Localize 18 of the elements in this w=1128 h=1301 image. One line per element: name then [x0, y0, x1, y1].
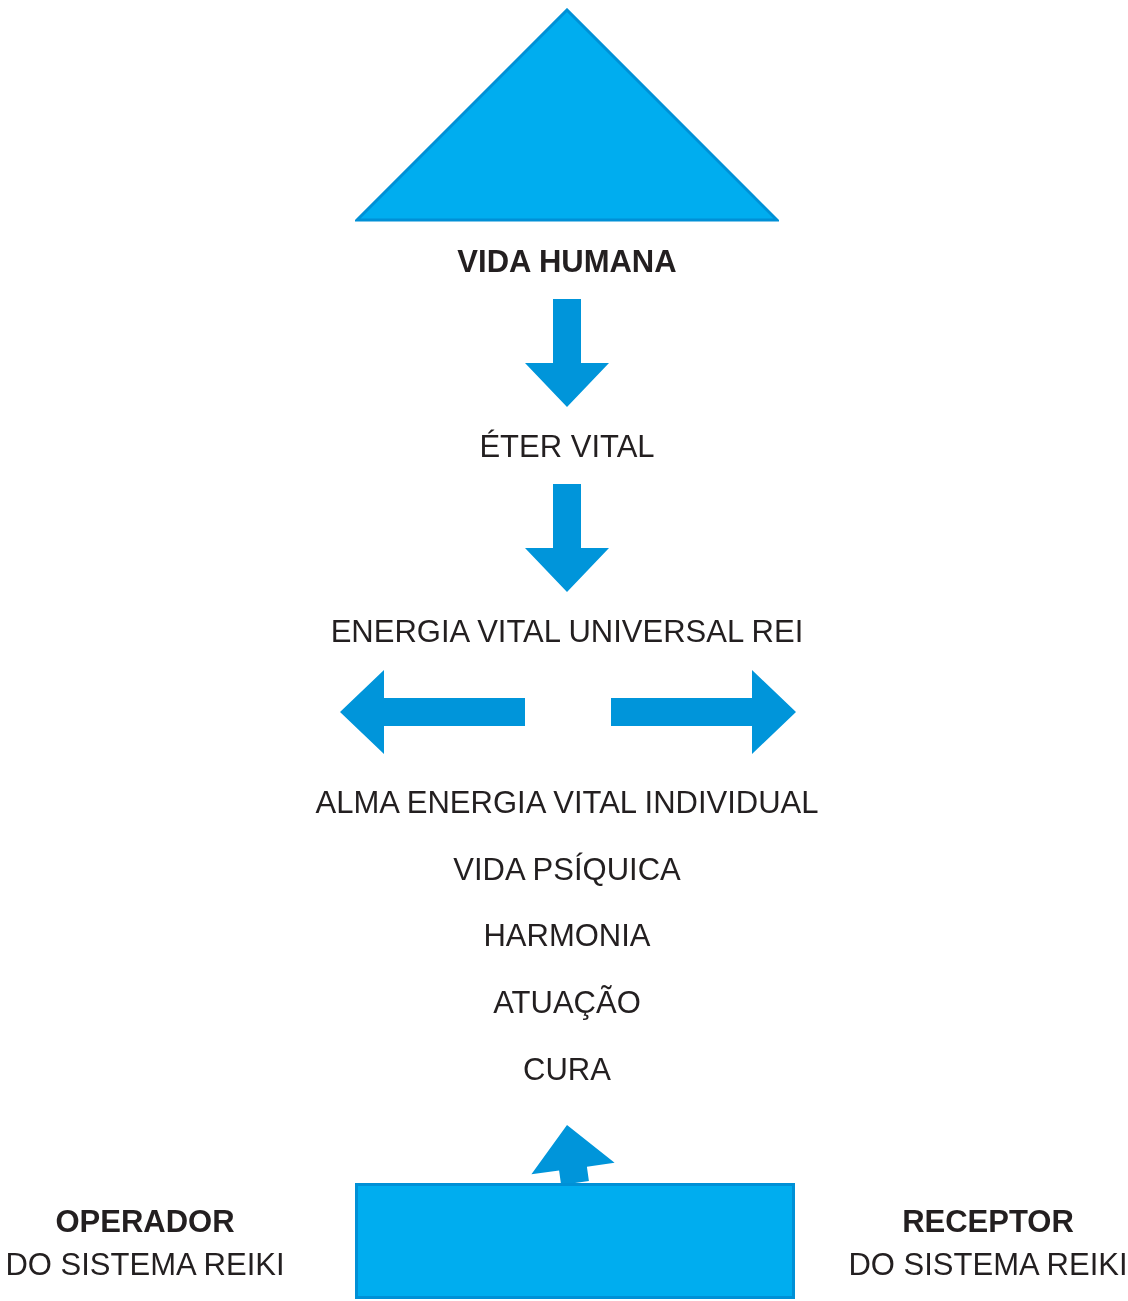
text-label: ALMA ENERGIA VITAL INDIVIDUAL — [315, 785, 819, 821]
node-label: VIDA HUMANA — [457, 244, 677, 280]
node-label: CURA — [523, 1051, 611, 1089]
text-label: DO SISTEMA REIKI — [848, 1247, 1128, 1283]
block-arrow — [611, 670, 796, 754]
rectangle-block — [355, 1183, 795, 1299]
block-arrow — [340, 670, 525, 754]
role-heading: OPERADOR — [55, 1204, 235, 1240]
text-label: DO SISTEMA REIKI — [5, 1247, 285, 1283]
text-label: HARMONIA — [483, 918, 651, 954]
node-label: ÉTER VITAL — [479, 428, 655, 466]
role-heading: RECEPTOR — [902, 1204, 1074, 1240]
text-label: VIDA PSÍQUICA — [453, 852, 681, 888]
text-label: ATUAÇÃO — [493, 985, 641, 1021]
block-arrow — [525, 299, 609, 407]
block-arrow — [531, 1125, 615, 1185]
node-label: ENERGIA VITAL UNIVERSAL REI — [330, 613, 804, 651]
block-arrow — [525, 484, 609, 592]
